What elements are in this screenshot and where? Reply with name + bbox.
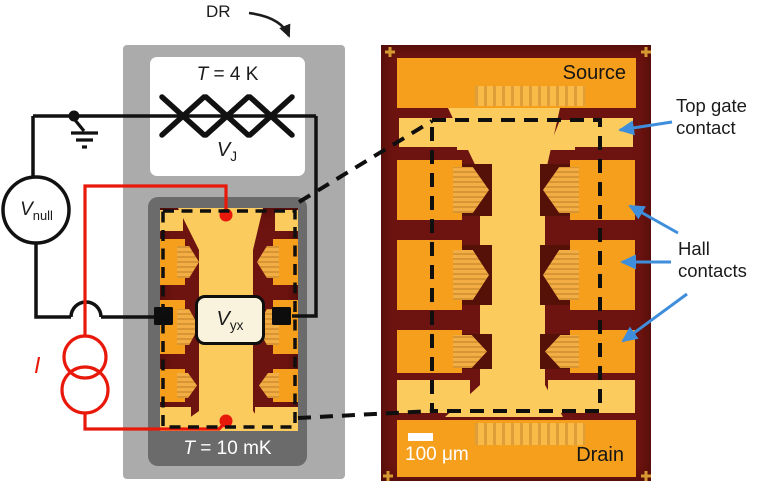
hall-arrow-1 <box>628 204 679 235</box>
ground-icon <box>71 118 98 149</box>
temp-4k-value: = 4 K <box>208 64 259 85</box>
dr-label: DR <box>206 2 231 21</box>
hall-contact-tip <box>177 373 197 398</box>
top-gate-annotation: Top gate contact <box>676 95 747 139</box>
voltmeter-null-circle <box>1 175 71 245</box>
josephson-junction-array <box>159 94 295 138</box>
hall-contact-tip <box>177 246 199 278</box>
vyx-voltmeter-box: Vyx <box>195 295 265 345</box>
vj-label: VJ <box>196 139 258 164</box>
top-gate-contact <box>160 210 183 231</box>
vnull-label: Vnull <box>3 199 70 223</box>
hall-contact-tip <box>259 373 279 398</box>
source-label: Source <box>562 62 626 84</box>
annotation-arrows <box>618 120 688 343</box>
vyx-label: Vyx <box>217 308 244 333</box>
current-source <box>62 334 108 380</box>
hall-contacts-annotation: Hall contacts <box>678 238 747 282</box>
roi-dashed-rect-small <box>161 209 297 429</box>
hall-contact <box>570 160 635 220</box>
drain-gate-texture <box>475 423 585 445</box>
vnull-var: V <box>20 199 33 220</box>
scale-bar <box>408 433 433 441</box>
top-gate-contact <box>275 210 298 231</box>
drain-label: Drain <box>576 444 624 466</box>
hall-contact-tip <box>257 246 279 278</box>
probe-contact-square <box>272 307 291 325</box>
vnull-sub: null <box>32 207 53 223</box>
zoom-link-dashes <box>161 118 602 429</box>
top-gate-annotation-line2: contact <box>676 117 736 138</box>
hall-contact <box>397 240 462 310</box>
source-pad: Source <box>397 58 636 108</box>
hall-arrow-3 <box>621 292 688 343</box>
alignment-cross-icon <box>383 47 651 481</box>
scale-bar-label: 100 μm <box>405 444 469 465</box>
vj-sub: J <box>230 149 238 164</box>
contact-dot-bottom <box>219 414 233 428</box>
drain-pad: 100 μm Drain <box>397 420 636 477</box>
probe-contact-square <box>154 307 173 325</box>
temp-10mk-var: T <box>183 438 196 459</box>
black-wiring <box>31 114 318 319</box>
current-label: I <box>34 352 41 378</box>
source-gate-texture <box>475 86 585 106</box>
current-source <box>60 365 110 415</box>
zoom-link-bottom <box>297 409 433 420</box>
dr-pointer-arrow <box>248 11 291 38</box>
vyx-var: V <box>216 307 230 330</box>
vj-var: V <box>216 139 231 161</box>
top-gate-contact <box>399 118 457 147</box>
device-micrograph-large: Source 100 μm <box>381 45 651 481</box>
temp-4k-label: T = 4 K <box>150 64 305 86</box>
top-gate-arrow <box>618 120 673 136</box>
wire-junction-dot <box>68 110 80 122</box>
temp-4k-var: T <box>196 64 209 85</box>
bottom-wing <box>548 380 635 413</box>
hall-contact <box>397 160 462 220</box>
zoom-link-top <box>297 119 434 204</box>
hall-annotation-line2: contacts <box>678 260 747 281</box>
temp-10mk-label: T = 10 mK <box>148 438 307 460</box>
roi-dashed-rect-large <box>430 118 602 413</box>
hall-contact-tip <box>177 309 199 345</box>
top-gate-annotation-line1: Top gate <box>676 95 747 116</box>
hall-contact <box>397 330 462 373</box>
vyx-sub: yx <box>229 317 244 333</box>
hall-contact <box>570 240 635 310</box>
temp-10mk-value: = 10 mK <box>195 438 272 459</box>
hall-annotation-line1: Hall <box>678 238 710 259</box>
